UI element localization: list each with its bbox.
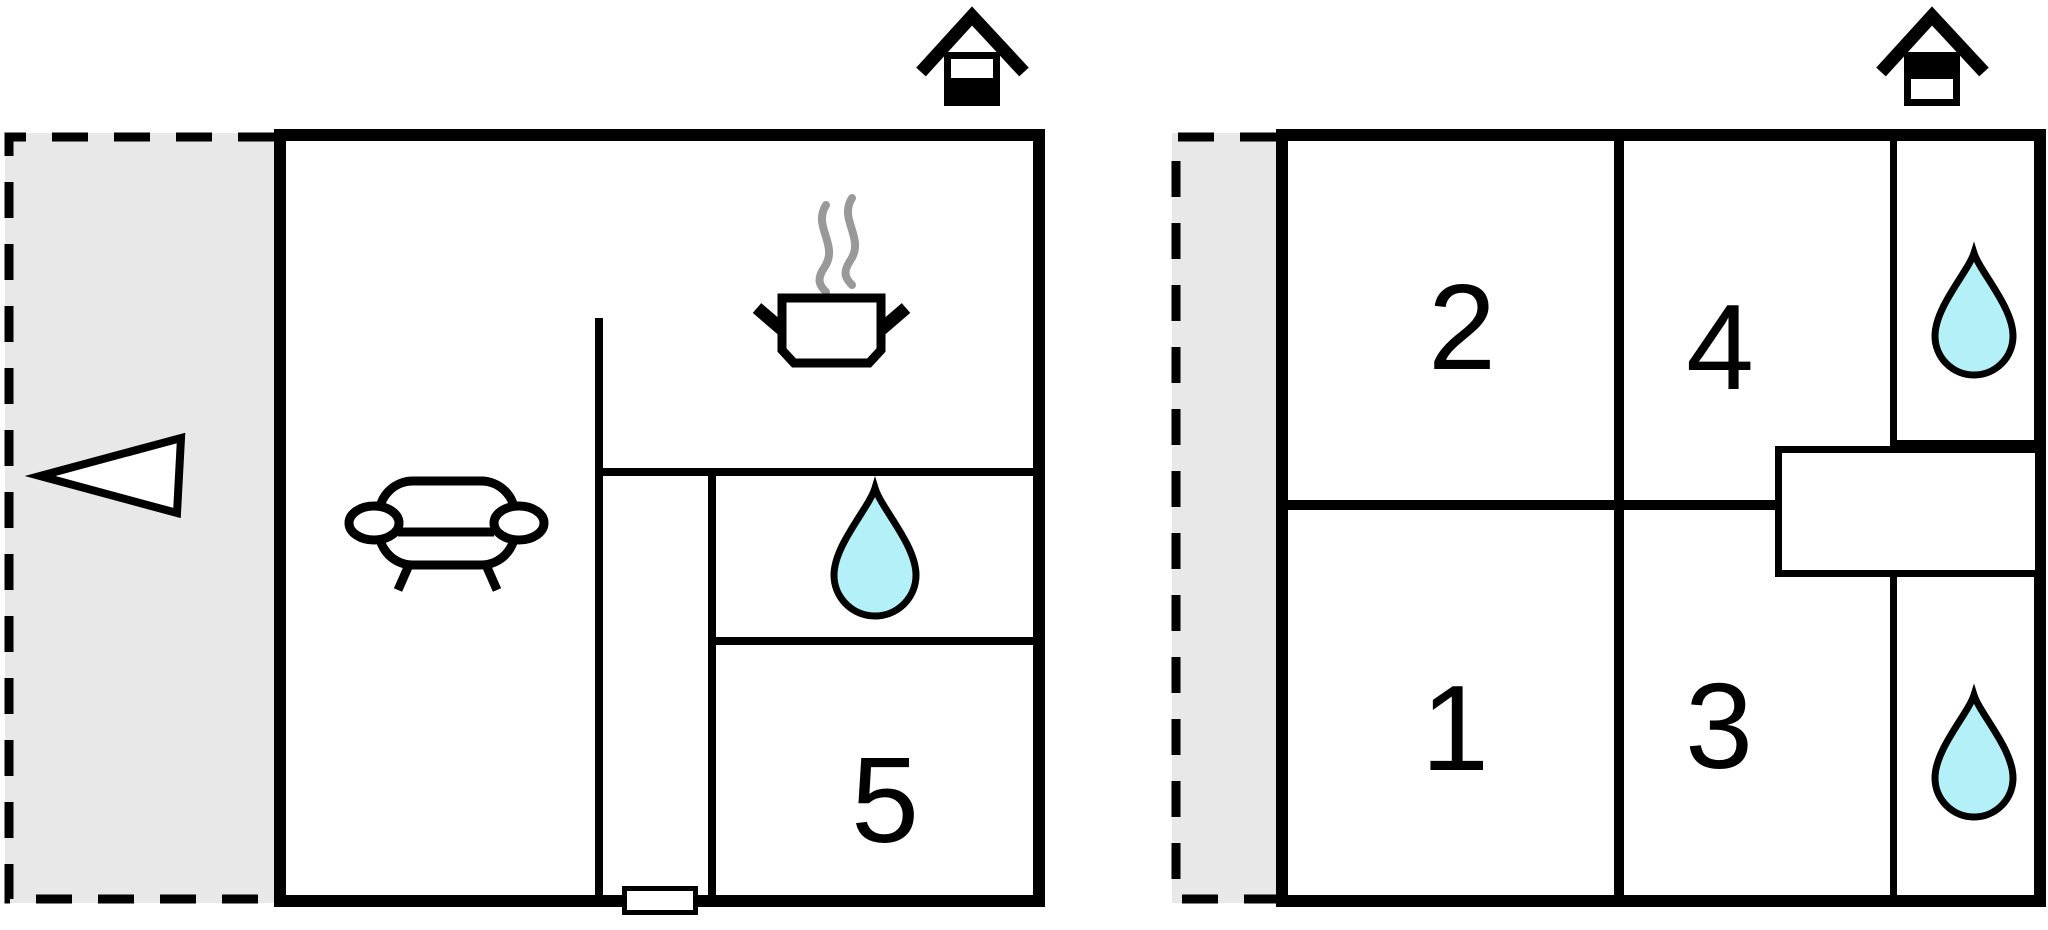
ground-floor-plan [4,6,1045,915]
steam-icon [815,194,860,296]
interior-wall-hall-right [708,476,716,895]
interior-wall-room-divider-vertical [1614,141,1624,895]
interior-wall-hall-left [595,318,603,895]
room-number-4: 4 [1686,279,1754,415]
terrace-area [1172,133,1276,903]
terrace-dashed-border [4,132,274,904]
room-number-3: 3 [1685,658,1753,794]
interior-wall-bathroom-top [1890,141,1897,446]
upper-floor-plan [1171,6,2046,907]
room-number-1: 1 [1421,660,1489,796]
entrance-door [622,886,698,915]
cooking-pot-icon [752,293,911,368]
terrace-area [5,133,274,903]
room-number-2: 2 [1428,259,1496,395]
house-ground-floor-icon [916,6,1029,106]
water-drop-icon [1931,683,2017,821]
interior-wall-bathroom-bottom [1890,577,1897,895]
water-drop-icon [830,475,920,620]
interior-wall-bathroom-room [716,637,1034,645]
stair-landing [1775,446,2042,577]
room-number-5: 5 [851,732,919,868]
interior-wall-kitchen-bathroom [595,468,1034,476]
water-drop-icon [1931,241,2017,379]
sofa-icon [344,476,549,592]
interior-wall-room-divider-horizontal [1287,500,1778,510]
house-upper-floor-icon [1876,6,1989,106]
entrance-arrow-icon [24,432,186,519]
